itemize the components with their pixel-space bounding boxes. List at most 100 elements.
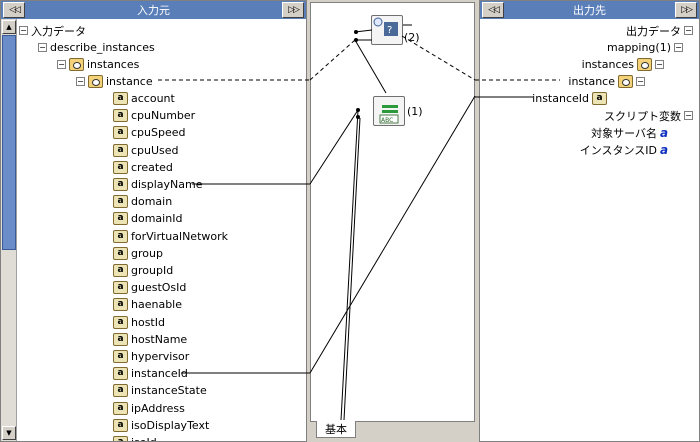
tree-node-label: haenable xyxy=(131,298,182,312)
tree-node-label: created xyxy=(131,160,173,174)
collapse-toggle-icon[interactable]: − xyxy=(674,43,683,52)
string-field-icon: a xyxy=(113,109,128,123)
tree-node-label: 入力データ xyxy=(31,24,86,38)
object-icon xyxy=(637,58,652,71)
object-icon xyxy=(88,75,103,88)
string-field-icon: a xyxy=(113,195,128,209)
tree-node-label: hostName xyxy=(131,332,188,346)
tree-node-script-variables[interactable]: スクリプト変数 − xyxy=(604,107,693,124)
tree-node-out-instance[interactable]: instance − xyxy=(568,73,645,90)
output-target-title: 出力先 xyxy=(573,4,606,17)
expand-left-button[interactable]: ▷▷ xyxy=(282,2,304,18)
tree-field-isoid[interactable]: aisoId xyxy=(113,434,157,441)
tree-node-label: groupId xyxy=(131,264,174,277)
variable-icon: a xyxy=(660,126,669,140)
collapse-toggle-icon[interactable]: − xyxy=(38,43,47,52)
input-source-title: 入力元 xyxy=(137,4,170,17)
svg-text:?: ? xyxy=(387,25,392,36)
string-field-icon: a xyxy=(113,229,128,243)
collapse-left-button[interactable]: ◁◁ xyxy=(3,2,25,18)
string-field-icon: a xyxy=(113,367,128,381)
collapse-toggle-icon[interactable]: − xyxy=(76,77,85,86)
tree-node-label: isoId xyxy=(131,436,157,441)
tree-node-target-server[interactable]: 対象サーバ名 a xyxy=(591,124,675,141)
collapse-toggle-icon[interactable]: − xyxy=(684,26,693,35)
input-source-header: 入力元 xyxy=(1,1,306,19)
tree-node-instances[interactable]: − instances xyxy=(57,56,139,73)
collapse-right-button[interactable]: ◁◁ xyxy=(482,2,504,18)
tree-node-mapping[interactable]: mapping(1) − xyxy=(607,39,683,56)
string-field-icon: a xyxy=(113,92,128,105)
mapping-node-1[interactable]: ABC xyxy=(373,96,405,126)
mapping-canvas[interactable]: ? (2) ABC (1) xyxy=(310,2,475,422)
tree-node-output-data[interactable]: 出力データ − xyxy=(626,22,693,39)
tree-node-describe-instances[interactable]: − describe_instances xyxy=(38,39,155,56)
tree-node-label: instanceState xyxy=(131,384,207,398)
scroll-up-icon[interactable]: ▲ xyxy=(2,20,16,34)
assign-icon: ABC xyxy=(379,105,399,124)
output-target-header: 出力先 xyxy=(480,1,699,19)
collapse-toggle-icon[interactable]: − xyxy=(636,77,645,86)
tree-node-label: 対象サーバ名 xyxy=(591,126,657,140)
scrollbar-thumb[interactable] xyxy=(2,35,16,250)
string-field-icon: a xyxy=(113,212,128,226)
tree-node-instance[interactable]: − instance xyxy=(76,73,153,90)
tree-node-label: isoDisplayText xyxy=(131,418,210,432)
collapse-toggle-icon[interactable]: − xyxy=(19,26,28,35)
tree-node-instance-id-var[interactable]: インスタンスID a xyxy=(580,141,675,158)
tree-node-label: describe_instances xyxy=(50,41,155,54)
collapse-toggle-icon[interactable]: − xyxy=(57,60,66,69)
string-field-icon: a xyxy=(113,160,128,174)
output-target-panel: 出力先 ◁◁ ▷▷ 出力データ − mapping(1) − instances… xyxy=(479,0,700,442)
tree-node-label: hostId xyxy=(131,315,165,329)
query-icon: ? xyxy=(373,17,398,36)
string-field-icon: a xyxy=(113,298,128,312)
string-field-icon: a xyxy=(113,246,128,260)
string-field-icon: a xyxy=(113,401,128,415)
string-field-icon: a xyxy=(113,315,128,329)
collapse-toggle-icon[interactable]: − xyxy=(655,60,664,69)
tree-node-label: ipAddress xyxy=(131,401,185,415)
tree-node-label: cpuNumber xyxy=(131,109,196,123)
tree-node-label: インスタンスID xyxy=(579,143,657,157)
tree-node-out-instances[interactable]: instances − xyxy=(582,56,664,73)
string-field-icon: a xyxy=(113,281,128,295)
string-field-icon: a xyxy=(113,178,128,191)
tree-node-label: cpuUsed xyxy=(131,143,179,157)
tab-basic[interactable]: 基本 xyxy=(316,421,356,438)
tree-node-label: instance xyxy=(568,75,615,88)
string-field-icon: a xyxy=(113,126,128,140)
scroll-down-icon[interactable]: ▼ xyxy=(2,426,16,440)
string-field-icon: a xyxy=(113,332,128,346)
tree-node-label: group xyxy=(131,246,163,260)
svg-text:ABC: ABC xyxy=(381,117,393,124)
tree-node-input-data[interactable]: − 入力データ xyxy=(19,22,86,39)
collapse-toggle-icon[interactable]: − xyxy=(684,111,693,120)
variable-icon: a xyxy=(660,143,669,157)
expand-right-button[interactable]: ▷▷ xyxy=(675,2,697,18)
mapping-node-2[interactable]: ? xyxy=(371,15,403,45)
tree-node-out-instance-id[interactable]: instanceId a xyxy=(532,90,607,107)
vertical-scrollbar[interactable]: ▲ ▼ xyxy=(1,19,17,441)
tree-node-label: cpuSpeed xyxy=(131,126,186,140)
